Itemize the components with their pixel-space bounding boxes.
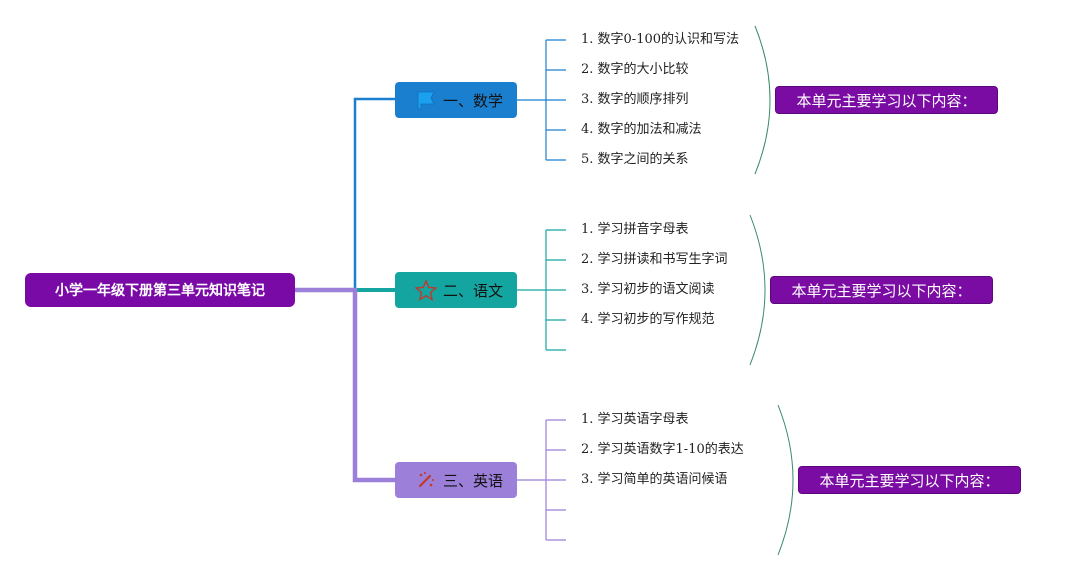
chinese-summary-text: 本单元主要学习以下内容： xyxy=(791,281,972,300)
branch-math-label: 一、数学 xyxy=(442,91,503,110)
chinese-item[interactable]: 4. 学习初步的写作规范 xyxy=(581,312,715,327)
chinese-summary[interactable]: 本单元主要学习以下内容： xyxy=(770,276,993,304)
chinese-item[interactable]: 1. 学习拼音字母表 xyxy=(581,222,689,237)
branch-english-label: 三、英语 xyxy=(442,471,503,490)
chinese-item[interactable]: 2. 学习拼读和书写生字词 xyxy=(581,252,728,267)
chinese-brace xyxy=(749,214,766,366)
math-item[interactable]: 1. 数字0-100的认识和写法 xyxy=(581,32,740,47)
chinese-item[interactable]: 3. 学习初步的语文阅读 xyxy=(581,282,715,297)
branch-chinese-label: 二、语文 xyxy=(442,281,503,300)
magic-wand-icon xyxy=(415,469,437,491)
chinese-item-connectors xyxy=(517,229,566,351)
math-summary-text: 本单元主要学习以下内容： xyxy=(796,91,977,110)
connector-math xyxy=(295,97,395,292)
root-node[interactable]: 小学一年级下册第三单元知识笔记 xyxy=(25,273,295,307)
branch-english[interactable]: 三、英语 xyxy=(395,462,517,498)
root-title: 小学一年级下册第三单元知识笔记 xyxy=(55,283,265,299)
english-summary-text: 本单元主要学习以下内容： xyxy=(819,471,1000,490)
math-brace xyxy=(754,25,771,175)
english-item[interactable]: 3. 学习简单的英语问候语 xyxy=(581,472,728,487)
english-item[interactable]: 1. 学习英语字母表 xyxy=(581,412,689,427)
math-item-connectors xyxy=(517,39,566,161)
math-summary[interactable]: 本单元主要学习以下内容： xyxy=(775,86,998,114)
english-summary[interactable]: 本单元主要学习以下内容： xyxy=(798,466,1021,494)
connector-english xyxy=(295,287,395,483)
math-item[interactable]: 3. 数字的顺序排列 xyxy=(581,92,689,107)
branch-math[interactable]: 一、数学 xyxy=(395,82,517,118)
english-brace xyxy=(777,404,794,556)
english-item-connectors xyxy=(517,419,566,541)
star-icon xyxy=(414,279,437,301)
math-item[interactable]: 5. 数字之间的关系 xyxy=(581,152,689,167)
math-item[interactable]: 4. 数字的加法和减法 xyxy=(581,122,702,137)
flag-icon xyxy=(415,89,437,111)
branch-chinese[interactable]: 二、语文 xyxy=(395,272,517,308)
math-item[interactable]: 2. 数字的大小比较 xyxy=(581,62,689,77)
english-item[interactable]: 2. 学习英语数字1-10的表达 xyxy=(581,442,744,457)
